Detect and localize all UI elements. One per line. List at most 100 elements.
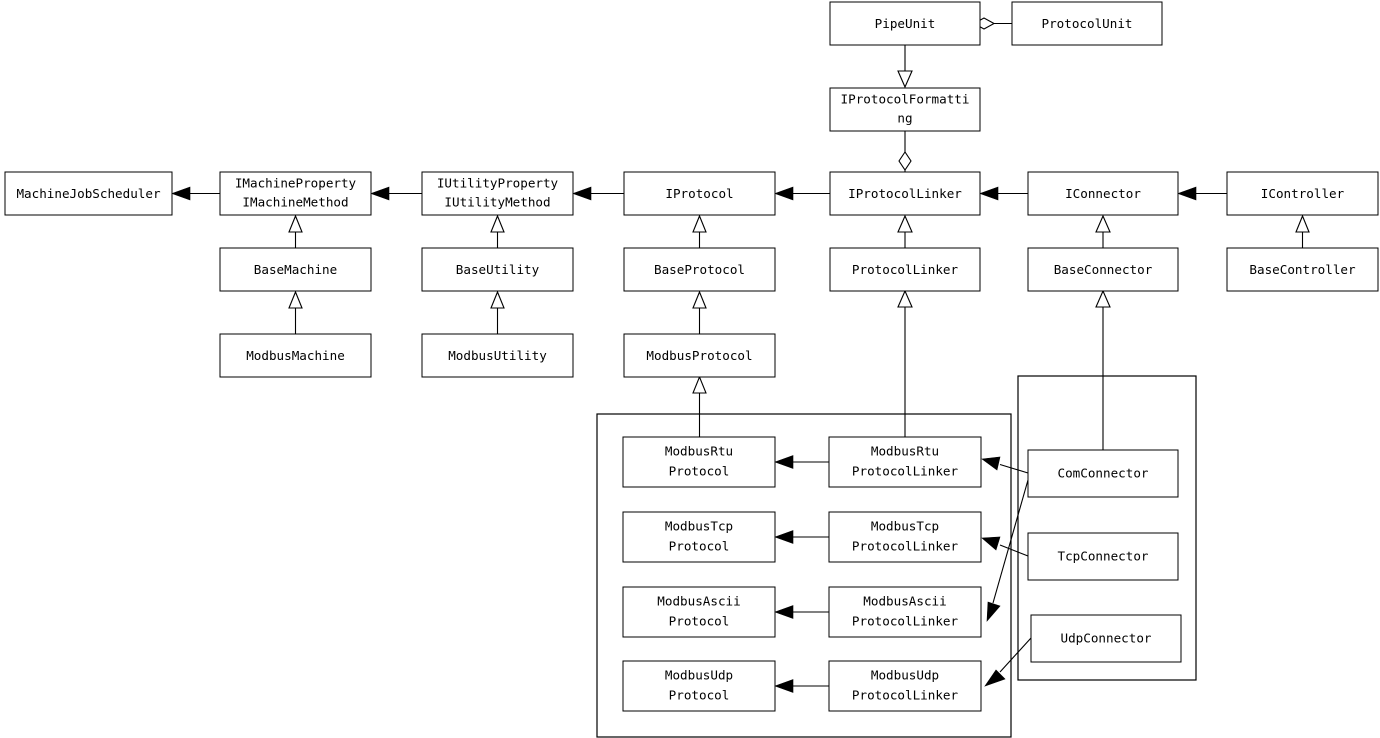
class-node-imachineproperty[interactable]: IMachineProperty IMachineMethod — [219, 171, 372, 216]
class-node-iconnector[interactable]: IConnector — [1027, 171, 1179, 216]
edge-protocollinker-to-iprotocollinker — [897, 214, 913, 248]
class-node-label-line2: Protocol — [669, 688, 730, 703]
class-node-label-line2: ProtocolLinker — [852, 688, 959, 703]
class-node-label-line1: ModbusRtu — [665, 444, 733, 459]
edge-comconnector-to-modbusrtuprotocollinker — [981, 456, 1029, 474]
edge-modbusprotocol-to-baseprotocol — [692, 290, 707, 334]
class-node-iprotocolformatting[interactable]: IProtocolFormatti ng — [829, 87, 981, 132]
group-containers — [596, 375, 1197, 738]
class-node-label-line2: Protocol — [669, 464, 730, 479]
class-node-label-line1: IProtocolFormatti — [841, 92, 970, 107]
edge-tcpconnector-to-modbustcpprotocollinker — [981, 536, 1029, 557]
class-node-basecontroller[interactable]: BaseController — [1226, 247, 1379, 292]
class-node-label-line2: Protocol — [669, 614, 730, 629]
class-node-label: ProtocolUnit — [1042, 16, 1133, 31]
edge-baseprotocol-to-iprotocol — [692, 214, 707, 248]
class-node-label: ComConnector — [1058, 466, 1149, 481]
edge-comconnector-to-modbusasciiprotocollinker — [986, 479, 1029, 622]
class-node-udpconnector[interactable]: UdpConnector — [1030, 614, 1182, 663]
edge-baseutility-to-iutilityproperty — [490, 214, 505, 248]
class-node-label: IProtocol — [665, 186, 733, 201]
edge-iprotocollinker-to-iprotocol — [774, 186, 830, 201]
class-node-label: ModbusUtility — [448, 348, 547, 363]
edge-udpconnector-to-modbusudpprotocollinker — [984, 637, 1032, 687]
class-node-modbusasciiprotocollinker[interactable]: ModbusAscii ProtocolLinker — [828, 586, 982, 638]
class-node-label-line1: ModbusAscii — [657, 594, 740, 609]
class-node-label-line1: ModbusTcp — [871, 519, 939, 534]
edge-modbustcpprotocollinker-to-modbustcpprotocol — [774, 530, 829, 544]
class-node-label-line2: ProtocolLinker — [852, 614, 959, 629]
class-node-modbusrtuprotocollinker[interactable]: ModbusRtu ProtocolLinker — [828, 436, 982, 488]
edge-basecontroller-to-icontroller — [1295, 214, 1310, 248]
class-node-iprotocol[interactable]: IProtocol — [623, 171, 776, 216]
class-node-label: IProtocolLinker — [848, 186, 962, 201]
edge-imachineproperty-to-machinejobscheduler — [171, 186, 220, 201]
class-node-baseutility[interactable]: BaseUtility — [421, 247, 574, 292]
class-node-label-line1: ModbusTcp — [665, 519, 733, 534]
class-node-modbusmachine[interactable]: ModbusMachine — [219, 333, 372, 378]
class-node-label-line1: ModbusRtu — [871, 444, 939, 459]
class-node-label-line2: IUtilityMethod — [444, 195, 550, 210]
class-node-label-line1: IUtilityProperty — [437, 176, 559, 191]
class-node-modbusudpprotocol[interactable]: ModbusUdp Protocol — [622, 660, 776, 712]
edge-iconnector-to-iprotocollinker — [979, 186, 1028, 201]
class-node-label-line2: ng — [897, 111, 912, 126]
edge-modbusrtuprotocollinker-to-protocollinker — [897, 289, 913, 437]
edge-modbusutility-to-baseutility — [490, 290, 505, 334]
edge-iutilityproperty-to-imachineproperty — [370, 186, 422, 201]
class-node-basemachine[interactable]: BaseMachine — [219, 247, 372, 292]
class-node-baseprotocol[interactable]: BaseProtocol — [623, 247, 776, 292]
class-node-label-line2: ProtocolLinker — [852, 464, 959, 479]
class-node-machinejobscheduler[interactable]: MachineJobScheduler — [4, 171, 173, 216]
edge-comconnector-to-baseconnector — [1095, 289, 1111, 450]
class-node-modbusrtuprotocol[interactable]: ModbusRtu Protocol — [622, 436, 776, 488]
edge-baseconnector-to-iconnector — [1095, 214, 1111, 248]
class-node-label: IController — [1261, 186, 1345, 201]
class-node-label-line1: ModbusUdp — [665, 668, 733, 683]
class-node-label-line2: IMachineMethod — [242, 195, 348, 210]
class-node-label: BaseUtility — [456, 262, 540, 277]
class-node-iprotocollinker[interactable]: IProtocolLinker — [829, 171, 981, 216]
class-node-label: BaseConnector — [1054, 262, 1153, 277]
class-node-comconnector[interactable]: ComConnector — [1027, 449, 1179, 498]
class-node-label: BaseMachine — [254, 262, 337, 277]
class-node-tcpconnector[interactable]: TcpConnector — [1027, 532, 1179, 581]
class-node-modbusprotocol[interactable]: ModbusProtocol — [623, 333, 776, 378]
class-node-label: BaseProtocol — [654, 262, 745, 277]
edge-iprotocolformatting-to-iprotocollinker — [898, 131, 912, 172]
class-node-protocollinker[interactable]: ProtocolLinker — [829, 247, 981, 292]
class-node-label-line2: Protocol — [669, 539, 730, 554]
edge-modbusrtuprotocol-to-modbusprotocol — [692, 375, 707, 437]
edge-modbusmachine-to-basemachine — [288, 290, 303, 334]
edge-pipeunit-to-iprotocolformatting — [897, 45, 913, 89]
class-node-label: PipeUnit — [875, 16, 936, 31]
class-node-label-line1: ModbusAscii — [863, 594, 946, 609]
class-node-label: ModbusMachine — [246, 348, 345, 363]
class-node-label: ProtocolLinker — [852, 262, 959, 277]
class-node-baseconnector[interactable]: BaseConnector — [1027, 247, 1179, 292]
class-node-modbustcpprotocol[interactable]: ModbusTcp Protocol — [622, 511, 776, 563]
class-node-label-line2: ProtocolLinker — [852, 539, 959, 554]
nodes-layer: PipeUnit ProtocolUnit IProtocolFormatti … — [4, 1, 1379, 712]
class-node-label: BaseController — [1249, 262, 1356, 277]
class-node-pipeunit[interactable]: PipeUnit — [829, 1, 981, 46]
edge-icontroller-to-iconnector — [1177, 186, 1227, 201]
class-node-protocolunit[interactable]: ProtocolUnit — [1011, 1, 1163, 46]
class-node-icontroller[interactable]: IController — [1226, 171, 1379, 216]
class-node-modbusudpprotocollinker[interactable]: ModbusUdp ProtocolLinker — [828, 660, 982, 712]
class-node-label: TcpConnector — [1058, 549, 1149, 564]
class-node-label: IConnector — [1065, 186, 1141, 201]
class-node-label-line1: ModbusUdp — [871, 668, 939, 683]
class-node-modbusutility[interactable]: ModbusUtility — [421, 333, 574, 378]
class-node-label: ModbusProtocol — [646, 348, 752, 363]
edge-modbusasciiprotocollinker-to-modbusasciiprotocol — [774, 605, 829, 619]
class-node-modbusasciiprotocol[interactable]: ModbusAscii Protocol — [622, 586, 776, 638]
class-node-iutilityproperty[interactable]: IUtilityProperty IUtilityMethod — [421, 171, 574, 216]
edges-layer — [171, 17, 1310, 693]
edge-modbusudpprotocollinker-to-modbusudpprotocol — [774, 679, 829, 693]
edge-basemachine-to-imachineproperty — [288, 214, 303, 248]
class-node-label: MachineJobScheduler — [16, 186, 160, 201]
class-node-modbustcpprotocollinker[interactable]: ModbusTcp ProtocolLinker — [828, 511, 982, 563]
